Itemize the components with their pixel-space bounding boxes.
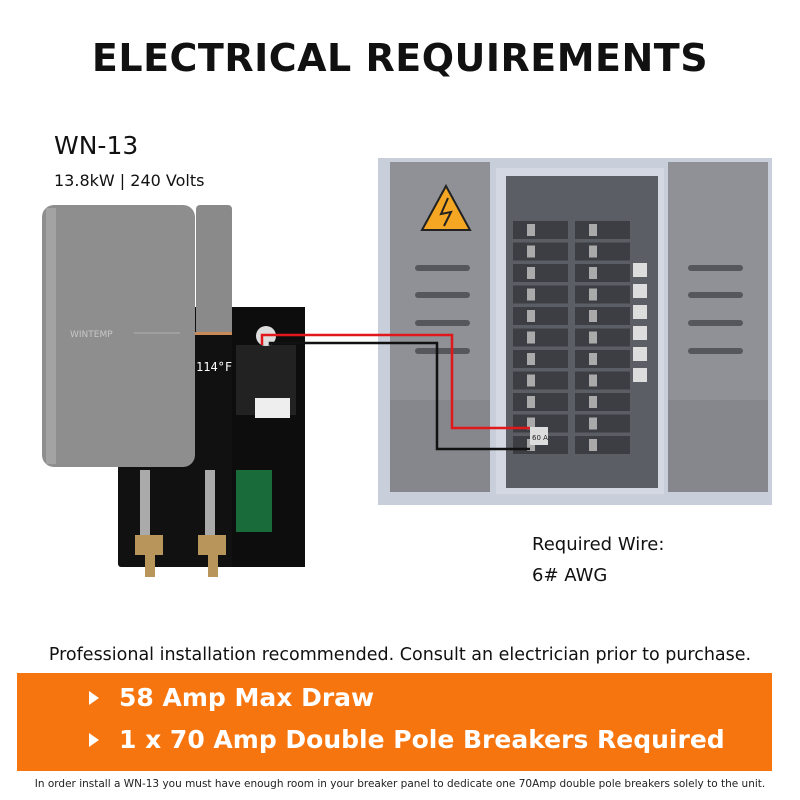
breaker-switch [589, 245, 597, 258]
breaker-switch [589, 224, 597, 236]
breaker-switch [589, 417, 597, 430]
circuit-breaker [575, 371, 630, 390]
terminal-screw [633, 284, 647, 298]
terminal-screw [633, 347, 647, 361]
triangle-bullet-icon [89, 690, 99, 705]
terminal-screw [633, 263, 647, 277]
circuit-breaker [575, 307, 630, 325]
water-heater-image [42, 205, 305, 577]
model-spec: 13.8kW | 240 Volts [54, 171, 205, 190]
breaker-switch [527, 396, 535, 408]
circuit-breaker [513, 350, 568, 368]
breaker-label: 60 A [532, 434, 548, 442]
breaker-panel-image: 60 A [378, 158, 772, 505]
display-readout: 114°F [196, 360, 232, 374]
logo: WINTEMP [70, 330, 113, 340]
terminal-screw [633, 305, 647, 319]
breaker-switch [589, 288, 597, 301]
breaker-switch [527, 417, 535, 430]
breaker-switch [527, 374, 535, 387]
circuit-breaker [575, 221, 630, 239]
circuit-breaker [575, 264, 630, 282]
circuit-breaker [513, 242, 568, 261]
circuit-breaker [513, 264, 568, 282]
breaker-switch [527, 245, 535, 258]
breaker-switch [527, 353, 535, 365]
neutral-wire [268, 341, 530, 451]
bullet-max-draw: 58 Amp Max Draw [89, 683, 374, 712]
triangle-bullet-icon [89, 732, 99, 747]
breaker-switch [589, 310, 597, 322]
breaker-switch [527, 331, 535, 344]
circuit-breaker [513, 307, 568, 325]
circuit-breaker [575, 393, 630, 411]
wire-gauge: 6# AWG [532, 565, 608, 586]
installation-note: Professional installation recommended. C… [48, 645, 752, 665]
requirements-banner: 58 Amp Max Draw 1 x 70 Amp Double Pole B… [17, 673, 772, 771]
required-wire-label: Required Wire: [532, 534, 665, 555]
breaker-switch [589, 331, 597, 344]
breaker-switch [589, 374, 597, 387]
terminal-screw [633, 368, 647, 382]
high-voltage-warning-icon [420, 183, 472, 231]
breaker-switch [527, 288, 535, 301]
circuit-breaker [575, 350, 630, 368]
circuit-breaker [513, 285, 568, 304]
breaker-switch [527, 224, 535, 236]
footnote: In order install a WN-13 you must have e… [34, 778, 766, 790]
breaker-switch [589, 439, 597, 451]
bullet-breakers: 1 x 70 Amp Double Pole Breakers Required [89, 725, 725, 754]
circuit-breaker [513, 371, 568, 390]
circuit-breaker [513, 328, 568, 347]
circuit-breaker [575, 436, 630, 454]
breaker-switch [589, 396, 597, 408]
circuit-breaker [575, 328, 630, 347]
model-name: WN-13 [54, 131, 139, 160]
circuit-breaker [513, 393, 568, 411]
breaker-switch [527, 267, 535, 279]
terminal-screw [633, 326, 647, 340]
page-title: ELECTRICAL REQUIREMENTS [91, 36, 709, 80]
circuit-breaker [513, 221, 568, 239]
circuit-breaker [575, 285, 630, 304]
circuit-breaker [575, 414, 630, 433]
illustration: 114°F WINTEMP 60 A [42, 158, 772, 577]
circuit-breaker [575, 242, 630, 261]
breaker-switch [589, 267, 597, 279]
breaker-switch [589, 353, 597, 365]
hot-wire [260, 333, 530, 430]
breaker-switch [527, 310, 535, 322]
